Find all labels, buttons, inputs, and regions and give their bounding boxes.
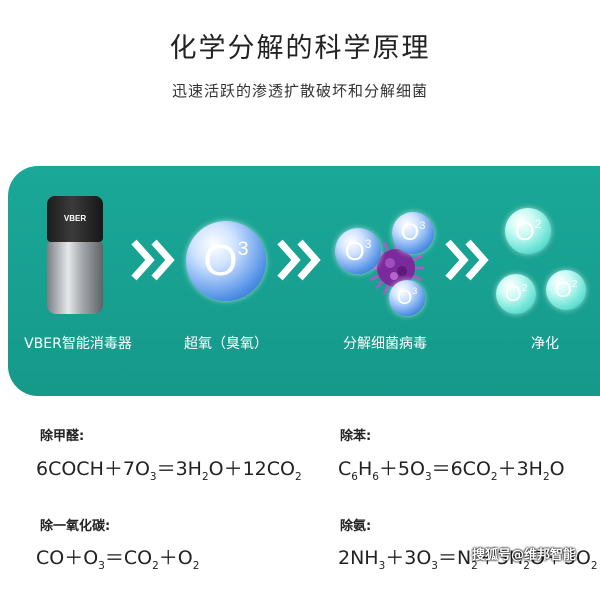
oxygen-bubble: O2 (496, 274, 536, 314)
oxygen-bubble: O2 (505, 208, 551, 254)
ozone-bubble: O3 (186, 221, 266, 301)
device-body (47, 242, 103, 314)
device-cap (47, 196, 103, 242)
oxygen-bubble: O2 (546, 270, 586, 310)
double-chevron-right-icon (277, 239, 321, 281)
ozone-symbol: O3 (203, 236, 249, 285)
reaction-label-formaldehyde: 除甲醛: (40, 429, 85, 444)
vber-device-image: VBER (44, 196, 106, 314)
page-title: 化学分解的科学原理 (169, 33, 431, 64)
device-brand: VBER (63, 214, 87, 223)
ozone-bubble: O3 (335, 228, 381, 274)
reaction-label-ammonia: 除氨: (340, 519, 372, 534)
watermark-text: 搜狐号@维邦智能 (472, 548, 577, 563)
reaction-label-benzene: 除苯: (340, 429, 372, 444)
reaction-label-carbon-monoxide: 除一氧化碳: (40, 519, 111, 534)
step-label-purify: 净化 (531, 336, 559, 352)
reaction-ammonia: 2NH3＋3O3＝N2＋3H2O＋3O2 (338, 547, 598, 572)
ozone-bubble: O3 (392, 212, 434, 254)
reaction-carbon-monoxide: CO＋O3＝CO2＋O2 (36, 547, 200, 572)
reaction-benzene: C6H6＋5O3＝6CO2＋3H2O (338, 458, 565, 483)
page-subtitle: 迅速活跃的渗透扩散破坏和分解细菌 (171, 82, 428, 100)
double-chevron-right-icon (445, 239, 489, 281)
reaction-formaldehyde: 6COCH＋7O3＝3H2O＋12CO2 (36, 458, 302, 483)
step-label-ozone: 超氧（臭氧） (184, 336, 268, 352)
double-chevron-right-icon (131, 239, 175, 281)
ozone-bubble: O3 (389, 280, 425, 316)
step-label-device: VBER智能消毒器 (24, 336, 132, 352)
step-label-decompose: 分解细菌病毒 (343, 336, 427, 352)
